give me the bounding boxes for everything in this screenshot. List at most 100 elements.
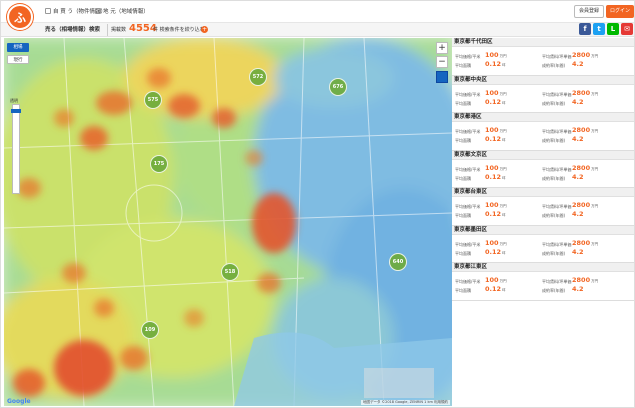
rate-label: 成約率(年間) [542, 63, 566, 68]
avg-price-value: 100万円 [485, 239, 507, 247]
ward-card[interactable]: 東京都文京区 平均価格/平米 100万円 平均面積 0.12坪 平均賃料/坪単価… [452, 150, 634, 188]
avg-rent-label: 平均賃料/坪単価 [542, 129, 572, 134]
opacity-label: 透明 [10, 98, 18, 103]
ward-card[interactable]: 東京都港区 平均価格/平米 100万円 平均面積 0.12坪 平均賃料/坪単価 … [452, 113, 634, 151]
ward-card[interactable]: 東京都台東区 平均価格/平米 100万円 平均面積 0.12坪 平均賃料/坪単価… [452, 188, 634, 226]
avg-area-label: 平均面積 [455, 175, 471, 181]
value-number: 4.2 [572, 210, 584, 218]
value-number: 0.12 [485, 172, 502, 181]
line-icon[interactable]: L [607, 23, 619, 35]
value-unit: 坪 [502, 63, 506, 67]
facebook-icon[interactable]: f [579, 23, 591, 35]
slider-handle[interactable] [11, 109, 21, 113]
ward-card[interactable]: 東京都千代田区 平均価格/平米 100万円 平均面積 0.12坪 平均賃料/坪単… [452, 38, 634, 76]
value-number: 0.12 [485, 60, 502, 68]
avg-price-value: 100万円 [485, 276, 507, 284]
ward-name: 東京都江東区 [452, 263, 634, 272]
filter-link[interactable]: 件 検索条件を絞り込む [153, 27, 205, 33]
ward-card[interactable]: 東京都墨田区 平均価格/平米 100万円 平均面積 0.12坪 平均賃料/坪単価… [452, 225, 634, 263]
top-header: 自 買 う（物件情報） 地 元（地域情報） 会員登録 ログイン [1, 1, 634, 23]
value-number: 0.12 [485, 135, 502, 143]
avg-area-value: 0.12坪 [485, 135, 506, 143]
cluster-marker[interactable]: 676 [329, 78, 347, 96]
avg-rent-label: 平均賃料/坪単価 [542, 279, 572, 284]
ward-card[interactable]: 東京都江東区 平均価格/平米 100万円 平均面積 0.12坪 平均賃料/坪単価… [452, 263, 634, 301]
value-number: 2800 [572, 163, 591, 172]
avg-price-label: 平均価格/平米 [455, 166, 481, 172]
value-number: 0.12 [485, 247, 502, 256]
value-unit: 坪 [502, 250, 506, 255]
avg-rent-value: 2800万円 [572, 276, 598, 284]
cluster-marker[interactable]: 109 [141, 321, 159, 339]
value-unit: 万円 [591, 91, 599, 96]
avg-rent-label: 平均賃料/坪単価 [542, 91, 572, 97]
value-number: 4.2 [572, 60, 584, 68]
nav-local-label: 地 元（地域情報） [103, 9, 149, 15]
avg-price-label: 平均価格/平米 [455, 241, 481, 247]
value-unit: 万円 [591, 204, 599, 208]
ward-name: 東京都文京区 [452, 150, 634, 160]
value-unit: 万円 [499, 279, 507, 283]
cluster-marker[interactable]: 640 [389, 253, 407, 271]
site-logo[interactable]: ふ [7, 4, 33, 30]
member-register-button[interactable]: 会員登録 [574, 5, 604, 18]
ward-name: 東京都中央区 [452, 75, 634, 85]
zoom-in-button[interactable]: + [436, 42, 448, 54]
value-number: 100 [485, 276, 499, 284]
cluster-marker[interactable]: 175 [150, 155, 168, 173]
plus-circle-icon[interactable]: + [201, 26, 208, 33]
twitter-icon[interactable]: t [593, 23, 605, 35]
avg-rent-value: 2800万円 [572, 201, 598, 209]
value-unit: 万円 [499, 129, 507, 133]
ward-card[interactable]: 東京都中央区 平均価格/平米 100万円 平均面積 0.12坪 平均賃料/坪単価… [452, 75, 634, 113]
layer-toggle-button[interactable] [436, 71, 448, 83]
search-mode-title: 売る（相場情報）検索 [45, 27, 101, 33]
ward-list: 東京都千代田区 平均価格/平米 100万円 平均面積 0.12坪 平均賃料/坪単… [452, 38, 634, 406]
zoom-out-button[interactable]: − [436, 56, 448, 68]
avg-area-value: 0.12坪 [485, 210, 506, 218]
nav-buy-label: 自 買 う（物件情報） [53, 9, 106, 15]
opacity-slider[interactable] [11, 104, 21, 194]
nav-buy[interactable]: 自 買 う（物件情報） [45, 7, 106, 15]
rate-label: 成約率(年間) [542, 288, 566, 293]
mode-heatmap-button[interactable]: 相場 [7, 43, 29, 52]
heatmap-map[interactable]: 相場 現行 透明 + − 575 572 676 175 518 640 109… [4, 38, 452, 406]
value-number: 2800 [572, 126, 591, 134]
ward-name: 東京都港区 [452, 113, 634, 122]
login-button[interactable]: ログイン [606, 5, 634, 18]
cluster-marker[interactable]: 572 [249, 68, 267, 86]
value-unit: 万円 [499, 54, 507, 58]
rate-label: 成約率(年間) [542, 250, 566, 256]
rate-value: 4.2 [572, 135, 584, 143]
cluster-marker[interactable]: 518 [221, 263, 239, 281]
ward-name: 東京都千代田区 [452, 38, 634, 47]
avg-area-label: 平均面積 [455, 250, 471, 256]
avg-price-value: 100万円 [485, 164, 507, 172]
value-unit: 坪 [502, 175, 506, 180]
avg-price-value: 100万円 [485, 201, 507, 209]
value-number: 0.12 [485, 97, 502, 106]
value-number: 100 [485, 51, 499, 59]
value-unit: 万円 [591, 54, 599, 58]
heatmap-canvas [4, 38, 452, 406]
map-attribution[interactable]: 地図データ ©2018 Google, ZENRIN 1 km 利用規約 [360, 400, 450, 405]
value-unit: 坪 [502, 213, 506, 217]
avg-price-label: 平均価格/平米 [455, 54, 481, 59]
cluster-marker[interactable]: 575 [144, 91, 162, 109]
value-number: 2800 [572, 276, 591, 284]
value-unit: 万円 [499, 166, 507, 171]
avg-area-value: 0.12坪 [485, 248, 506, 256]
nav-local[interactable]: 地 元（地域情報） [95, 7, 149, 15]
ward-name: 東京都台東区 [452, 188, 634, 197]
avg-rent-value: 2800万円 [572, 239, 598, 247]
divider [107, 24, 108, 36]
rate-label: 成約率(年間) [542, 175, 566, 181]
value-unit: 万円 [591, 166, 599, 171]
value-number: 2800 [572, 201, 591, 209]
mode-current-button[interactable]: 現行 [7, 55, 29, 64]
logo-text: ふ [13, 11, 26, 25]
avg-area-label: 平均面積 [455, 100, 471, 106]
value-number: 4.2 [572, 97, 584, 106]
mail-icon[interactable]: ✉ [621, 23, 633, 35]
